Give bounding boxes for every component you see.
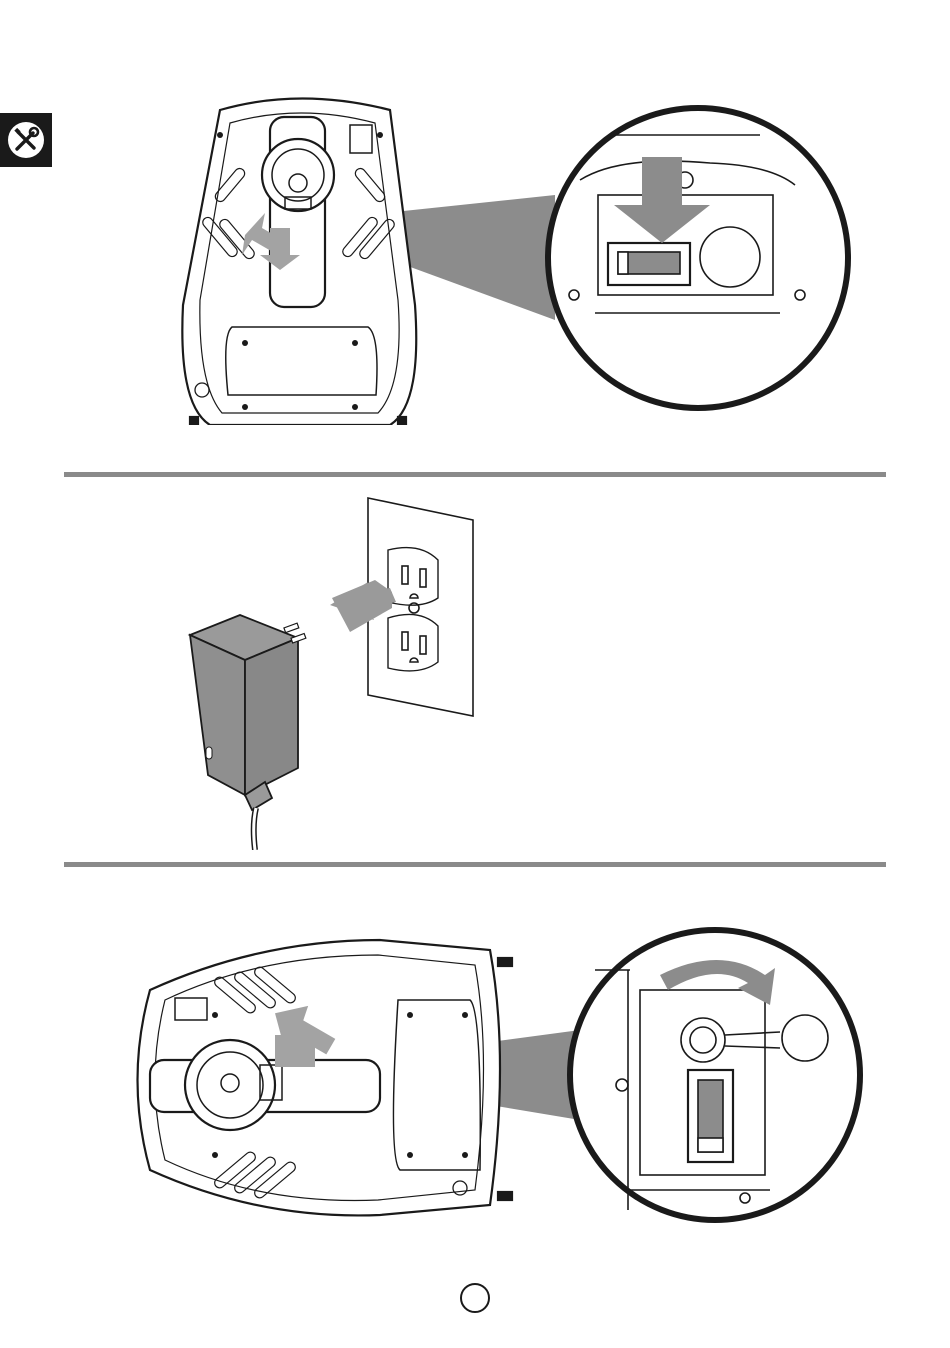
step-1-illustration bbox=[150, 95, 870, 425]
step-divider-2 bbox=[64, 862, 886, 867]
step-2-figure bbox=[180, 490, 500, 850]
magnifier-circle bbox=[570, 930, 860, 1220]
magnifier-circle bbox=[548, 108, 848, 408]
step-2-illustration bbox=[180, 490, 500, 850]
step-3-illustration bbox=[120, 920, 880, 1230]
step-1-figure bbox=[150, 95, 870, 425]
page-number-circle bbox=[460, 1283, 490, 1313]
step-divider-1 bbox=[64, 472, 886, 477]
wrench-screwdriver-icon bbox=[6, 120, 46, 160]
mower-underside bbox=[138, 940, 513, 1215]
section-tab-marker bbox=[0, 113, 52, 167]
mower-underside bbox=[182, 99, 416, 426]
step-3-figure bbox=[120, 920, 880, 1230]
power-adapter bbox=[190, 615, 306, 850]
